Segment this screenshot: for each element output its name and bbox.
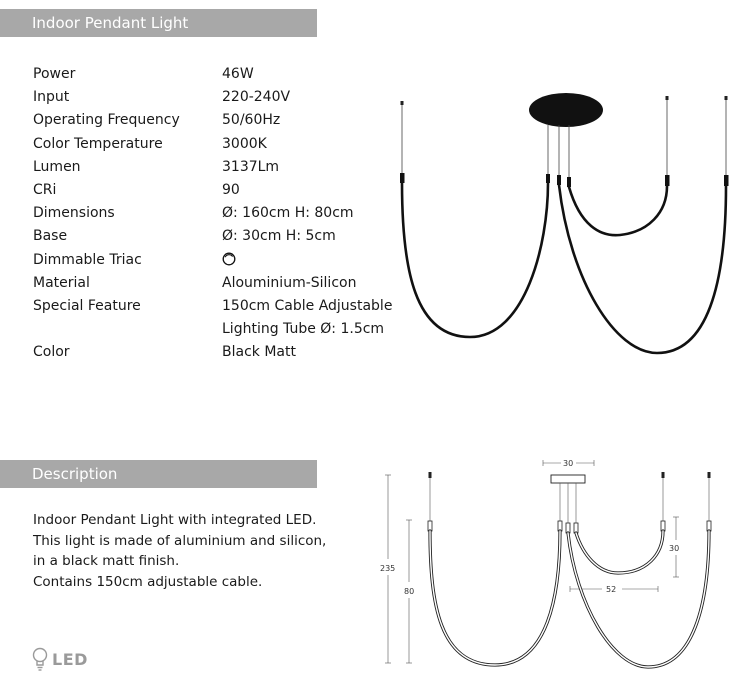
spec-label: Base <box>33 228 68 245</box>
spec-label: Color Temperature <box>33 135 163 152</box>
spec-value: Alouminium-Silicon <box>222 274 357 291</box>
led-badge: LED <box>32 645 88 673</box>
canopy-outline <box>550 474 586 484</box>
spec-value: 90 <box>222 181 240 198</box>
left-arc-tube <box>400 181 550 339</box>
spec-label: Input <box>33 89 70 106</box>
total-height-label: 235 <box>380 564 395 573</box>
description-line: Indoor Pendant Light with integrated LED… <box>33 512 317 528</box>
spec-label: Operating Frequency <box>33 112 180 129</box>
spec-value: 220-240V <box>222 89 291 106</box>
spec-value: 150cm Cable Adjustable <box>222 297 393 314</box>
bulb-icon <box>32 647 48 671</box>
spec-label: Power <box>33 66 76 82</box>
spec-label: Lumen <box>33 158 81 175</box>
description-text: Indoor Pendant Light with integrated LED… <box>33 510 326 592</box>
spec-label: Dimensions <box>33 205 115 222</box>
description-line: This light is made of aluminium and sili… <box>33 532 327 549</box>
right-arc-tube <box>557 183 728 355</box>
spec-label: Material <box>33 274 90 291</box>
dimmable-icon <box>222 252 236 265</box>
technical-drawing: 30 235 80 30 52 <box>380 459 712 669</box>
spec-value: Ø: 30cm H: 5cm <box>222 228 336 245</box>
spec-label: Special Feature <box>33 297 141 314</box>
specs-section-header: Indoor Pendant Light <box>0 9 317 37</box>
description-line: Contains 150cm adjustable cable. <box>33 573 263 590</box>
spec-value <box>222 249 236 272</box>
spec-value: Lighting Tube Ø: 1.5cm <box>222 321 385 338</box>
led-label: LED <box>52 649 88 669</box>
spec-value: Black Matt <box>222 344 296 361</box>
small-arc-width-label: 52 <box>606 585 616 594</box>
spec-label: Color <box>33 344 70 361</box>
small-arc-height-label: 30 <box>669 544 679 553</box>
spec-label: CRi <box>33 181 57 198</box>
spec-value: Ø: 160cm H: 80cm <box>222 205 354 222</box>
spec-label: Dimmable Triac <box>33 251 142 268</box>
spec-value: 3000K <box>222 135 267 152</box>
spec-value: 3137Lm <box>222 158 280 175</box>
spec-value: 46W <box>222 66 254 82</box>
description-line: in a black matt finish. <box>33 553 180 569</box>
base-width-label: 30 <box>563 459 573 468</box>
ceiling-canopy <box>529 93 603 127</box>
product-illustration <box>400 93 729 355</box>
small-arc-tube <box>567 184 669 237</box>
spec-value: 50/60Hz <box>222 112 281 129</box>
description-section-header: Description <box>0 460 317 488</box>
arc-height-label: 80 <box>404 587 414 596</box>
